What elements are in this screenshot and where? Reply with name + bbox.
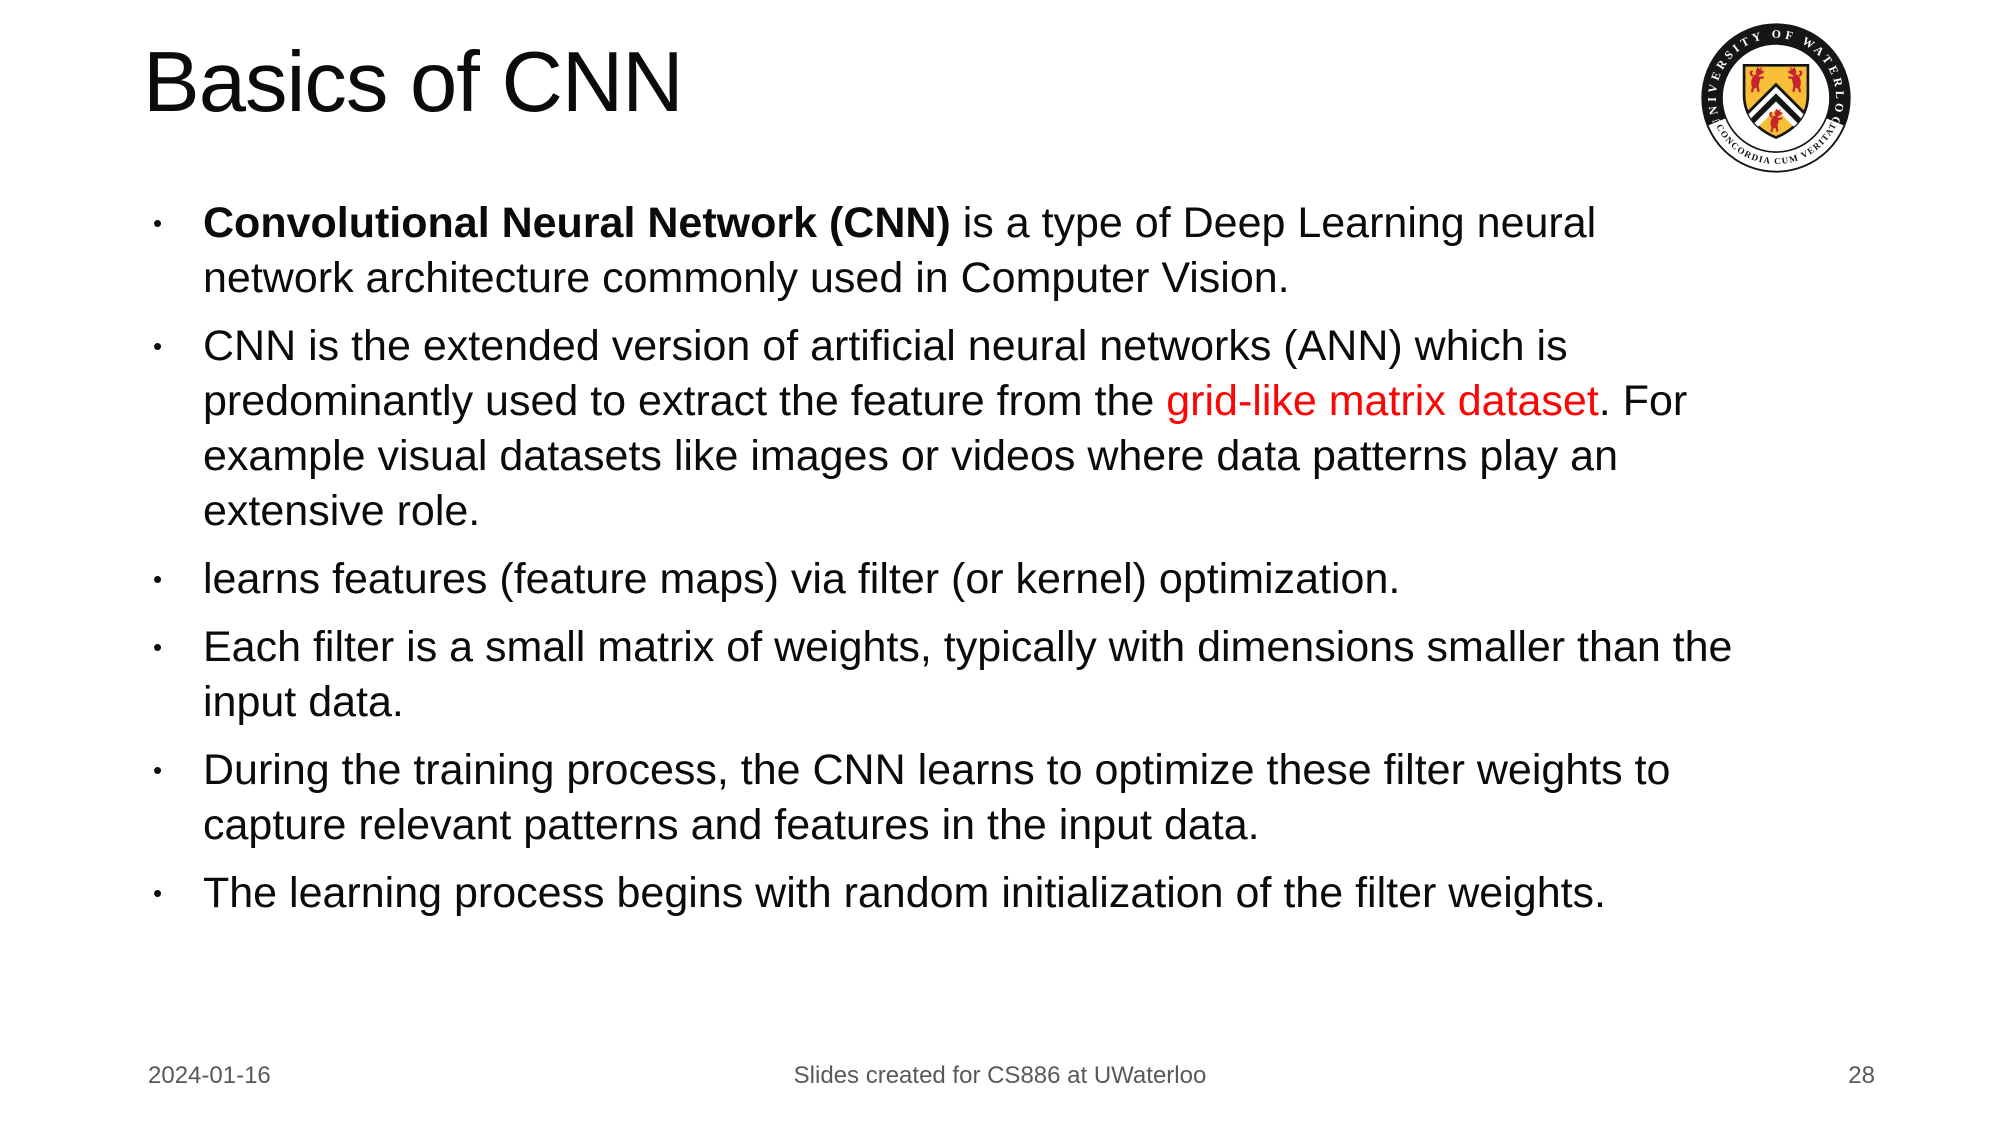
bullet-text-segment: is a type of Deep Learning neural networ…	[203, 199, 1597, 302]
list-item: • The learning process begins with rando…	[143, 866, 1733, 921]
bullet-icon: •	[153, 755, 163, 785]
slide-title: Basics of CNN	[143, 35, 684, 130]
bullet-icon: •	[153, 878, 163, 908]
seal-outer-line	[1701, 23, 1851, 173]
list-item: • During the training process, the CNN l…	[143, 743, 1733, 853]
bullet-icon: •	[153, 331, 163, 361]
bullet-text: CNN is the extended version of artificia…	[203, 319, 1733, 539]
bullet-text-segment: . For example visual datasets like image…	[203, 377, 1688, 535]
bullet-text: learns features (feature maps) via filte…	[203, 555, 1401, 603]
bullet-icon: •	[153, 564, 163, 594]
footer-page-number: 28	[1848, 1062, 1875, 1089]
bullet-text: During the training process, the CNN lea…	[203, 746, 1671, 849]
bullet-icon: •	[153, 208, 163, 238]
list-item: • Each filter is a small matrix of weigh…	[143, 620, 1733, 730]
uwaterloo-seal-icon: UNIVERSITY OF WATERLOO CONCORDIA CUM VER…	[1696, 14, 1851, 173]
list-item: • CNN is the extended version of artific…	[143, 319, 1733, 539]
footer-date: 2024-01-16	[148, 1062, 271, 1089]
slide-footer: 2024-01-16 Slides created for CS886 at U…	[0, 1062, 2000, 1094]
bullet-text-bold: Convolutional Neural Network (CNN)	[203, 199, 951, 247]
seal-motto-band	[1708, 118, 1844, 171]
bullet-text: Each filter is a small matrix of weights…	[203, 623, 1733, 726]
bullet-text-segment: CNN is the extended version of artificia…	[203, 322, 1568, 425]
uwaterloo-logo: UNIVERSITY OF WATERLOO CONCORDIA CUM VER…	[1696, 14, 1852, 174]
bullet-list: • Convolutional Neural Network (CNN) is …	[143, 196, 1733, 934]
list-item: • Convolutional Neural Network (CNN) is …	[143, 196, 1733, 306]
bullet-icon: •	[153, 632, 163, 662]
bullet-text: The learning process begins with random …	[203, 869, 1607, 917]
bullet-text: Convolutional Neural Network (CNN) is a …	[203, 196, 1733, 306]
list-item: • learns features (feature maps) via fil…	[143, 552, 1733, 607]
bullet-text-red: grid-like matrix dataset	[1166, 377, 1599, 425]
footer-course-note: Slides created for CS886 at UWaterloo	[793, 1062, 1207, 1089]
